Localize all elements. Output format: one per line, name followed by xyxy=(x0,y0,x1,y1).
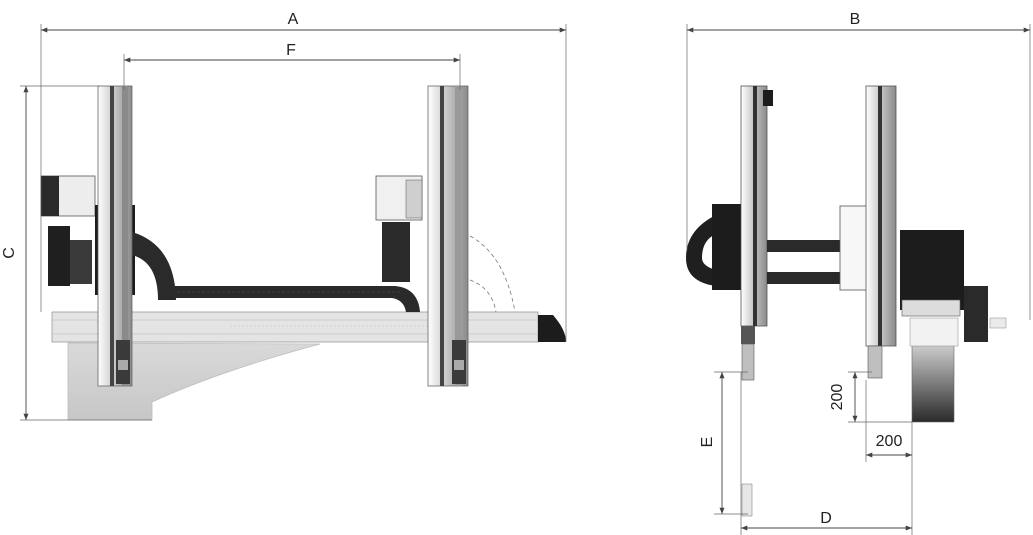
front-left-motor xyxy=(712,204,744,290)
front-support-post xyxy=(911,343,955,423)
right-cable-block xyxy=(382,222,410,282)
dimension-label-a: A xyxy=(288,11,299,28)
side-view: A F C xyxy=(1,11,567,421)
front-left-gripper xyxy=(741,343,755,381)
front-right-motor xyxy=(900,230,964,310)
left-cable-bend xyxy=(132,232,176,300)
right-vertical-column xyxy=(427,85,469,387)
dimension-label-200-vertical: 200 xyxy=(829,384,846,411)
front-crossbar-lower xyxy=(767,272,845,284)
front-carriage-plate xyxy=(839,205,871,291)
front-cable-loop xyxy=(686,215,716,286)
front-right-cable-chain xyxy=(964,286,988,342)
dimension-label-200-horizontal: 200 xyxy=(876,433,903,450)
cable-chain xyxy=(172,286,420,312)
dimension-label-b: B xyxy=(850,11,861,28)
front-gripper-lower-position xyxy=(741,483,753,517)
dimension-label-d: D xyxy=(820,510,832,527)
left-drive-block xyxy=(48,226,70,286)
front-crossbar-upper xyxy=(767,240,845,252)
beam-end-cap xyxy=(538,315,566,342)
dimension-label-f: F xyxy=(286,42,296,59)
front-right-gripper xyxy=(867,345,883,379)
dimension-label-c: C xyxy=(1,247,18,259)
dimension-label-e: E xyxy=(699,437,716,448)
front-view: B E 200 200 D xyxy=(686,11,1031,535)
